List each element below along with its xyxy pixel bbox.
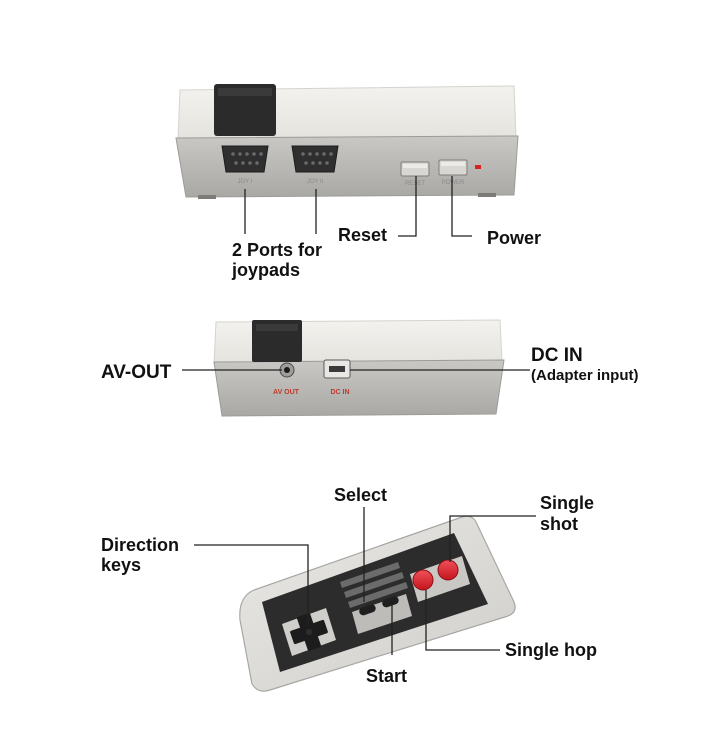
- single-shot-label-line-2: shot: [540, 514, 578, 534]
- dc-in-print: DC IN: [330, 389, 349, 396]
- ports-label-line-2: joypads: [231, 260, 300, 280]
- dc-in-port: DC IN: [323, 359, 351, 396]
- single-shot-label-line-1: Single: [540, 493, 594, 513]
- back-cover-ridge: [256, 324, 298, 331]
- controller: Select Start Direction keys Single shot …: [101, 485, 597, 692]
- console-front-view: JOY I JOY II RESET POWER: [175, 84, 541, 280]
- joypad-port-1: JOY I: [221, 145, 269, 185]
- controller-stripes: [340, 562, 408, 608]
- direction-label-line-1: Direction: [101, 535, 179, 555]
- console-foot-left: [198, 195, 216, 199]
- leader-single-hop: [425, 590, 500, 651]
- console-cartridge-cover: [214, 84, 276, 136]
- port-1-print: JOY I: [238, 179, 253, 185]
- dc-in-label: DC IN: [531, 345, 583, 366]
- joypad-port-2: JOY II: [291, 145, 339, 185]
- select-label: Select: [334, 485, 387, 505]
- start-label: Start: [366, 666, 407, 686]
- leader-single-shot: [449, 515, 536, 562]
- direction-keys: [290, 613, 328, 651]
- button-a-single-shot: [437, 559, 459, 581]
- single-hop-label: Single hop: [505, 640, 597, 660]
- av-out-jack: AV OUT: [273, 362, 300, 396]
- console-back-view: AV OUT DC IN AV-OUT DC IN (Adapter input…: [101, 319, 638, 417]
- back-face: [213, 359, 505, 417]
- reset-label: Reset: [338, 225, 387, 245]
- reset-button: RESET: [400, 161, 430, 187]
- reset-print: RESET: [405, 181, 425, 187]
- av-out-label: AV-OUT: [101, 362, 172, 383]
- direction-label-line-2: keys: [101, 555, 141, 575]
- select-button: [359, 604, 376, 616]
- leader-direction: [194, 544, 309, 624]
- power-button: POWER: [438, 159, 468, 186]
- av-out-print: AV OUT: [273, 389, 300, 396]
- dc-in-sub-label: (Adapter input): [531, 367, 638, 384]
- leader-reset: [398, 176, 417, 237]
- start-button: [382, 596, 399, 608]
- port-2-print: JOY II: [307, 179, 324, 185]
- cover-ridge: [218, 88, 272, 96]
- power-label: Power: [487, 228, 541, 248]
- leader-power: [451, 176, 472, 237]
- power-led: [475, 165, 481, 169]
- select-start-panel: [352, 594, 412, 634]
- button-b-single-hop: [412, 569, 434, 591]
- console-foot-right: [478, 193, 496, 197]
- action-buttons-panel: [410, 556, 470, 602]
- ports-label-line-1: 2 Ports for: [232, 240, 322, 260]
- power-print: POWER: [442, 180, 465, 186]
